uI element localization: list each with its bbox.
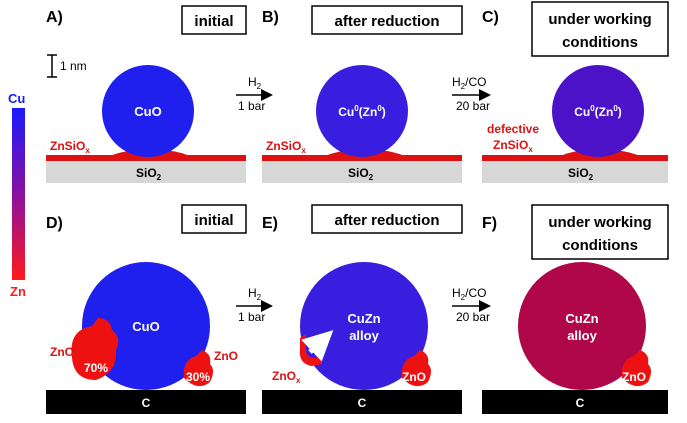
- panel-d-substrate-label: C: [142, 396, 151, 410]
- arrow-bottom-1-gas: H2: [248, 286, 262, 302]
- panel-d-title: initial: [194, 212, 233, 229]
- panel-d-zno-left-label: ZnO: [50, 345, 74, 359]
- panel-a-particle-label: CuO: [134, 104, 161, 119]
- panel-a: A) initial SiO2 CuO ZnSiOx: [46, 5, 247, 183]
- panel-d-carbon: [46, 390, 246, 414]
- arrow-top-1-pressure: 1 bar: [238, 99, 265, 113]
- panel-c-support-label-line1: defective: [487, 122, 539, 136]
- panel-f-particle-label-line2: alloy: [567, 328, 597, 343]
- panel-e: E) after reduction CuZn alloy ZnOx ZnO C: [262, 204, 463, 414]
- panel-f-zno-label: ZnO: [622, 370, 646, 384]
- panel-c: C) under working conditions SiO2 Cu0(Zn0…: [482, 1, 669, 183]
- color-scale-bar: [12, 108, 25, 280]
- panel-d-zno-right-pct: 30%: [186, 370, 210, 384]
- panel-b-particle-label: Cu0(Zn0): [338, 104, 386, 119]
- panel-a-silica: [46, 161, 246, 183]
- panel-f-substrate-label: C: [576, 396, 585, 410]
- color-scale-bottom-label: Zn: [10, 284, 26, 299]
- scale-bar: 1 nm: [47, 54, 87, 78]
- panel-c-substrate-label: SiO2: [568, 166, 594, 182]
- arrow-top-2: H2/CO 20 bar: [452, 75, 491, 113]
- panel-b-letter: B): [262, 9, 279, 26]
- panel-e-migration-arrow: [301, 330, 334, 362]
- panel-e-particle-label-line2: alloy: [349, 328, 379, 343]
- color-scale-top-label: Cu: [8, 91, 25, 106]
- arrow-bottom-1: H2 1 bar: [236, 286, 273, 324]
- panel-a-title-box: [181, 5, 247, 35]
- panel-f-title-box: [531, 204, 669, 260]
- panel-a-znsiox-layer: [46, 155, 246, 161]
- panel-d-letter: D): [46, 215, 63, 232]
- panel-e-zno-cluster: [401, 350, 431, 387]
- panel-a-substrate-label: SiO2: [136, 166, 162, 182]
- panel-c-title-box: [531, 1, 669, 57]
- arrow-bottom-2-pressure: 20 bar: [456, 310, 490, 324]
- arrow-top-2-gas: H2/CO: [452, 75, 486, 91]
- panel-b-title: after reduction: [334, 13, 439, 30]
- color-scale: Cu Zn: [8, 91, 26, 299]
- panel-e-substrate-label: C: [358, 396, 367, 410]
- panel-d-title-box: [181, 204, 247, 234]
- panel-b: B) after reduction SiO2 Cu0(Zn0) ZnSiOx: [262, 5, 463, 183]
- panel-e-particle-label-line1: CuZn: [347, 311, 380, 326]
- panel-e-title: after reduction: [334, 212, 439, 229]
- panel-c-particle: [552, 65, 644, 157]
- panel-e-znox-label: ZnOx: [272, 369, 301, 385]
- arrow-top-1: H2 1 bar: [236, 75, 273, 113]
- panel-c-title-line2: conditions: [562, 34, 638, 51]
- panel-d-zno-right-cluster: [183, 350, 213, 387]
- panel-f: F) under working conditions CuZn alloy Z…: [482, 204, 669, 414]
- panel-b-silica: [262, 161, 462, 183]
- panel-e-letter: E): [262, 215, 278, 232]
- panel-e-zno-label: ZnO: [402, 370, 426, 384]
- panel-b-title-box: [311, 5, 463, 35]
- panel-e-carbon: [262, 390, 462, 414]
- panel-a-title: initial: [194, 13, 233, 30]
- panel-a-support-label: ZnSiOx: [50, 139, 90, 155]
- panel-a-particle: [102, 65, 194, 157]
- scale-bar-label: 1 nm: [60, 59, 87, 73]
- panel-c-support-label-line2: ZnSiOx: [493, 138, 533, 154]
- panel-b-support-label: ZnSiOx: [266, 139, 306, 155]
- panel-d-zno-left-pct: 70%: [84, 361, 108, 375]
- panel-f-particle-label-line1: CuZn: [565, 311, 598, 326]
- panel-d: D) initial CuO 70% ZnO 30% ZnO C: [46, 204, 247, 414]
- arrow-top-2-pressure: 20 bar: [456, 99, 490, 113]
- arrow-top-1-gas: H2: [248, 75, 262, 91]
- panel-c-znsiox-layer: [482, 155, 668, 161]
- arrow-bottom-2: H2/CO 20 bar: [452, 286, 491, 324]
- arrow-bottom-1-pressure: 1 bar: [238, 310, 265, 324]
- panel-c-letter: C): [482, 9, 499, 26]
- panel-b-znsiox-layer: [262, 155, 462, 161]
- panel-f-carbon: [482, 390, 668, 414]
- panel-d-zno-right-label: ZnO: [214, 349, 238, 363]
- panel-f-letter: F): [482, 215, 497, 232]
- panel-d-zno-left-cluster: [71, 318, 119, 380]
- panel-f-particle: [518, 262, 646, 390]
- panel-c-title-line1: under working: [548, 11, 651, 28]
- arrow-bottom-2-gas: H2/CO: [452, 286, 486, 302]
- panel-f-title-line2: conditions: [562, 237, 638, 254]
- panel-b-substrate-label: SiO2: [348, 166, 374, 182]
- panel-a-letter: A): [46, 9, 63, 26]
- panel-c-particle-label: Cu0(Zn0): [574, 104, 622, 119]
- panel-f-zno-cluster: [621, 350, 651, 387]
- panel-e-title-box: [311, 204, 463, 234]
- panel-f-title-line1: under working: [548, 214, 651, 231]
- panel-b-particle: [316, 65, 408, 157]
- panel-d-particle-label: CuO: [132, 319, 159, 334]
- panel-c-silica: [482, 161, 668, 183]
